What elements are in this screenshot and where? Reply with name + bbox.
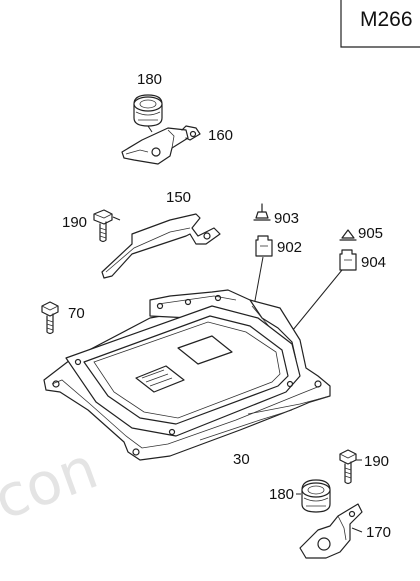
part-170-bracket [299, 503, 363, 559]
callout-170: 170 [366, 524, 391, 541]
part-902-fuse-holder [255, 235, 273, 257]
callout-30: 30 [233, 451, 250, 468]
callout-70: 70 [68, 305, 85, 322]
callout-905: 905 [358, 225, 383, 242]
callout-190-left: 190 [62, 214, 87, 231]
part-190-bolt-left [93, 209, 113, 243]
part-160-bracket [121, 125, 201, 165]
part-70-bolt [41, 301, 59, 335]
diagram-code: M266 [360, 8, 413, 31]
callout-903: 903 [274, 210, 299, 227]
part-190-bolt-bottom [339, 449, 357, 485]
part-905-fuse [339, 229, 357, 241]
part-180-grommet-top [133, 94, 163, 127]
callout-180-top: 180 [137, 71, 162, 88]
part-30-control-unit [43, 289, 331, 461]
part-904-fuse-holder [339, 249, 357, 271]
watermark-text: con [0, 434, 106, 534]
callout-180-bottom: 180 [269, 486, 294, 503]
part-180-grommet-bottom [301, 479, 331, 513]
callout-150: 150 [166, 189, 191, 206]
part-903-fuse [253, 203, 271, 221]
part-150-bracket [101, 213, 221, 279]
callout-190-bottom: 190 [364, 453, 389, 470]
callout-904: 904 [361, 254, 386, 271]
diagram-code-box: M266 [340, 0, 420, 48]
callout-902: 902 [277, 239, 302, 256]
callout-160: 160 [208, 127, 233, 144]
